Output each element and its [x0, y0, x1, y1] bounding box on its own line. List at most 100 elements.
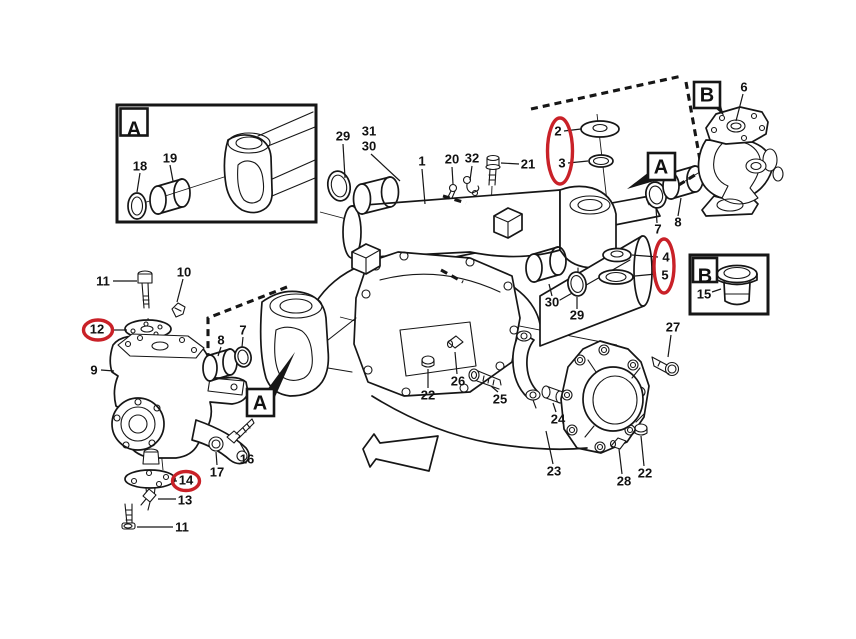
part-callout-21: 21: [521, 156, 535, 171]
bushing-30-lower: [525, 246, 567, 283]
highlight-layer: [81, 116, 676, 493]
callout-leader-32: [469, 165, 473, 181]
part-callout-20: 20: [445, 151, 459, 166]
inset-b: B: [688, 253, 770, 316]
bolt-16: [226, 418, 255, 444]
pin-28: [609, 437, 627, 450]
marker-b-top-letter: B: [700, 84, 714, 106]
inset-b-label: B: [698, 265, 712, 287]
callout-leader-27: [667, 334, 672, 358]
nut-22-right: [634, 423, 648, 436]
part-callout-22: 22: [638, 465, 652, 480]
nut-22-left: [421, 355, 435, 368]
callout-leader-7: [655, 207, 658, 224]
highlight-ellipse-3: [170, 469, 202, 493]
direction-arrow: [362, 433, 439, 472]
knuckle-6-drawing: [697, 106, 784, 217]
callout-leader-8: [677, 197, 682, 217]
part-callout-15: 15: [697, 286, 711, 301]
hub-flange: [111, 397, 165, 451]
part-callout-17: 17: [210, 464, 224, 479]
highlight-ellipse-0: [545, 116, 575, 186]
bolt-11-bottom: [121, 503, 136, 530]
callout-leader-30: [548, 283, 553, 297]
callout-leader-19: [169, 164, 174, 182]
callout-leader-16: [239, 442, 246, 453]
lock-clip-10: [171, 302, 186, 318]
part-callout-11: 11: [175, 519, 189, 534]
callout-leader-6: [735, 93, 744, 122]
part-callout-18: 18: [133, 158, 147, 173]
seal-3: [588, 154, 614, 168]
part-callout-1: 1: [418, 153, 425, 168]
nut-17: [208, 436, 224, 452]
part-callout-5: 5: [661, 267, 668, 282]
part-callout-19: 19: [163, 150, 177, 165]
highlight-ellipse-2: [81, 318, 115, 342]
seal-ring-29-lower: [567, 271, 587, 297]
callout-leader-23: [545, 430, 554, 465]
inset-a-snap-ring-18: [127, 192, 147, 220]
part-callout-3: 3: [558, 155, 565, 170]
inset-a-bushing-19: [149, 178, 191, 215]
callout-leader-25: [490, 385, 499, 393]
callout-marker-a-right: A: [627, 151, 677, 189]
hub-23-drawing: [371, 330, 680, 454]
callout-leader-30: [370, 153, 401, 182]
washer-2: [580, 120, 620, 138]
inset-b-bushing-15: [716, 264, 758, 306]
part-callout-28: 28: [617, 473, 631, 488]
pin-26: [446, 335, 464, 349]
callout-leader-22: [640, 435, 645, 467]
callout-leader-7: [241, 336, 244, 348]
fork-bracket: [512, 330, 541, 409]
part-callout-8: 8: [674, 214, 681, 229]
part-callout-11: 11: [96, 273, 110, 288]
part-callout-9: 9: [90, 362, 97, 377]
axle-housing-drawing: [259, 185, 661, 397]
callout-leader-26: [454, 351, 458, 375]
callout-leader-20: [451, 166, 454, 185]
callout-marker-a-left: A: [245, 352, 295, 418]
part-callout-10: 10: [177, 264, 191, 279]
part-callout-16: 16: [240, 451, 254, 466]
part-callout-4: 4: [662, 249, 670, 264]
part-callout-29: 29: [336, 128, 350, 143]
top-small-parts: [326, 120, 704, 297]
callout-leader-18: [136, 172, 141, 193]
bushing-30-31: [352, 176, 400, 215]
bushing-8-left: [202, 348, 238, 382]
part-callout-27: 27: [666, 319, 680, 334]
grease-fitting-13: [140, 488, 157, 511]
callout-leader-1: [421, 168, 426, 205]
hub-flange-23: [560, 340, 650, 454]
part-callout-24: 24: [551, 411, 566, 426]
shim-5: [598, 269, 634, 285]
part-callout-31: 31: [362, 123, 376, 138]
callout-leader-9: [100, 369, 115, 372]
callout-leader-5: [634, 273, 657, 277]
callout-leader-24: [552, 402, 557, 413]
callout-leader-8: [217, 346, 222, 357]
part-callout-30: 30: [362, 138, 376, 153]
part-callout-13: 13: [178, 492, 192, 507]
part-callout-32: 32: [465, 150, 479, 165]
callout-leader-2: [563, 128, 582, 132]
part-callout-2: 2: [554, 123, 561, 138]
elbow-fitting-32: [462, 175, 480, 197]
seal-ring-29: [326, 170, 352, 202]
part-callout-6: 6: [740, 79, 747, 94]
ball-stud-14: [124, 448, 176, 498]
callout-leader-10: [176, 278, 184, 303]
part-callout-26: 26: [451, 373, 465, 388]
marker-a-right-letter: A: [654, 156, 668, 178]
part-callout-7: 7: [654, 221, 661, 236]
spacer-24: [541, 385, 565, 404]
callout-leader-15: [711, 288, 722, 293]
part-callout-8: 8: [217, 332, 224, 347]
bolt-21: [485, 154, 501, 186]
inset-a-label-box: [119, 107, 149, 137]
